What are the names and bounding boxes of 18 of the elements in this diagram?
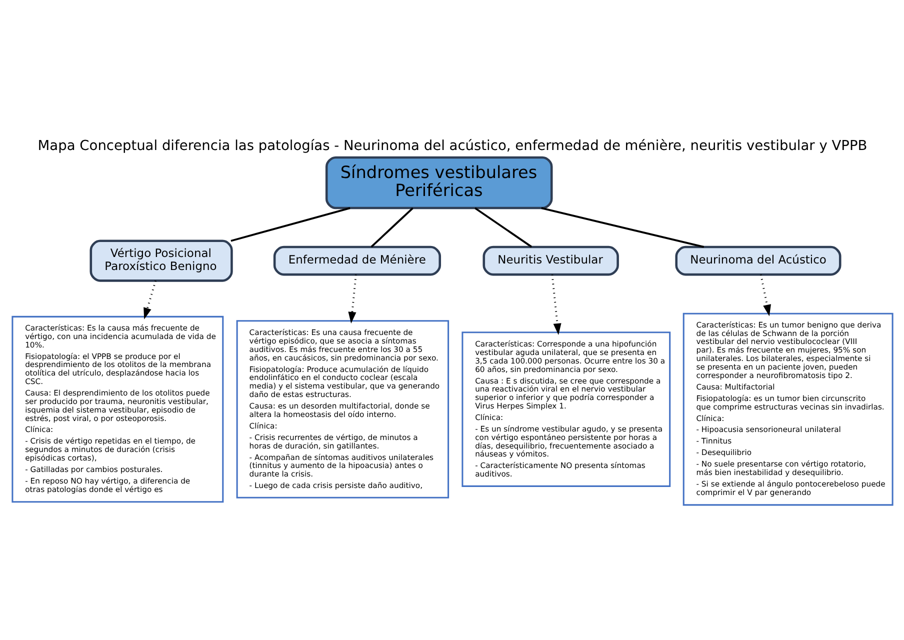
node-box: Enfermedad de Ménière — [272, 245, 441, 276]
arrow — [550, 274, 561, 334]
node-box: Vértigo Posicional Paroxístico Benigno — [89, 239, 232, 282]
node-box: Síndromes vestibulares Periféricas — [324, 156, 552, 209]
node-box: Características: Es la causa más frecuente de vértigo, con una incidencia acumulada de vida de 10%. Fisiopatología: el VPPB se produce por el desprendimiento de los otolitos de la membrana otolítica del utrículo, desplazándose hacia los CSC. Causa: El desprendimiento de los otolitos puede ser producido por trauma, neuronitis vestibular, isquemia del sistema vestibular, episodio de estrés, post viral, o por osteoporosis. Clínica: - Crisis de vértigo repetidas en el tiempo, de segundos a minutos de duración (crisis episódicas cortas), - Gatilladas por cambios posturales. - En reposo NO hay vértigo, a diferencia de otras patologías donde el vértigo es — [11, 315, 224, 502]
node-box: Neuritis Vestibular — [482, 245, 618, 276]
connector — [370, 206, 413, 248]
connector — [474, 206, 532, 248]
node-box: Características: Corresponde a una hipofunción vestibular aguda unilateral, que se presenta en 3,5 cada 100.000 personas. Ocurre entre los 30 a 60 años, sin predominancia por sexo. Causa : E s discutida, se cree que corresponde a una reactivación viral en el nervio vestibular superior o inferior y que podría corresponder a Virus Herpes Simplex 1. Clínica: - Es un síndrome vestibular agudo, y se presenta con vértigo espontáneo persistente por horas a días, desequilibrio, frecuentemente asociado a náuseas y vómitos. - Característicamente NO presenta síntomas auditivos. — [461, 331, 670, 486]
node-box: Características: Es un tumor benigno que deriva de las células de Schwann de la porción vestibular del nervio vestibulococlear (VIII par). Es más frecuente en mujeres, 95% son unilaterales. Los bilaterales, especialmente si se presenta en un paciente joven, pueden corresponder a neurofibromatosis tipo 2. Causa: Multifactorial Fisiopatología: es un tumor bien circunscrito que comprime estructuras vecinas sin invadirlas. Clínica: - Hipoacusia sensorioneural unilateral - Tinnitus - Desequilibrio - No suele presentarse con vértigo rotatorio, más bien inestabilidad y desequilibrio. - Si se extiende al ángulo pontocerebeloso puede comprimir el V par generando — [682, 312, 893, 506]
diagram-title: Mapa Conceptual diferencia las patologías - Neurinoma del acústico, enfermedad de ménière, neuritis vestibular y VPPB — [37, 138, 867, 154]
node-box: Características: Es una causa frecuente de vértigo episódico, que se asocia a síntomas auditivos. Es más frecuente entre los 30 a 55 años, en caucásicos, sin predominancia por sexo. Fisiopatología: Produce acumulación de líquido endolinfático en el conducto coclear (escala media) y el sistema vestibular, que va generando daño de estas estructuras. Causa: es un desorden multifactorial, donde se altera la homeostasis del oído interno. Clínica: - Crisis recurrentes de vértigo, de minutos a horas de duración, sin gatillantes. - Acompañan de síntomas auditivos unilaterales (tinnitus y aumento de la hipoacusia) antes o durante la crisis. - Luego de cada crisis persiste daño auditivo, — [236, 320, 449, 498]
node-box: Neurinoma del Acústico — [674, 245, 841, 276]
arrow — [348, 274, 356, 323]
connector — [540, 206, 704, 248]
connector — [230, 206, 350, 242]
arrow — [759, 274, 770, 316]
arrow — [143, 280, 156, 319]
